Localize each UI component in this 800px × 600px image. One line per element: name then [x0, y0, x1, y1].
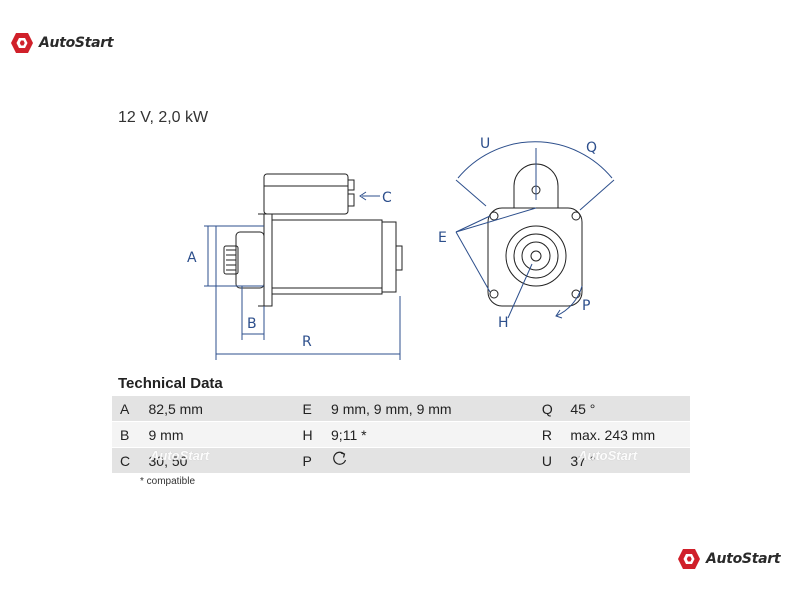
label-e: E [438, 230, 447, 246]
autostart-logo-text: AutoStart [706, 551, 781, 567]
param-key: H [294, 421, 332, 448]
param-value: 37 ° [570, 447, 690, 474]
label-p: P [582, 298, 590, 314]
autostart-logo-icon [678, 549, 700, 569]
dimension-uq-arc [457, 141, 613, 179]
param-value: max. 243 mm [570, 421, 690, 448]
label-q: Q [586, 140, 597, 156]
technical-data-table: A 82,5 mm E 9 mm, 9 mm, 9 mm Q 45 ° B 9 … [112, 396, 690, 474]
param-value: 9 mm [148, 421, 295, 448]
starter-technical-drawing: A B C E H P Q R U [187, 136, 615, 360]
label-a: A [187, 250, 197, 266]
param-key: R [533, 421, 571, 448]
footnote: * compatible [140, 476, 196, 487]
param-key: Q [533, 396, 571, 422]
param-value: 82,5 mm [148, 396, 295, 422]
label-b: B [247, 316, 257, 332]
param-key: U [533, 447, 571, 474]
watermark-text: AutoStart [150, 448, 210, 463]
param-value: 30, 50 [148, 447, 295, 474]
label-c: C [382, 190, 392, 206]
param-key: P [294, 447, 332, 474]
dimension-e-leader [455, 215, 491, 233]
rotation-counterclockwise-icon [333, 451, 347, 465]
technical-data-title: Technical Data [118, 375, 223, 392]
rotation-arrow-p [555, 285, 583, 317]
param-value: 45 ° [570, 396, 690, 422]
autostart-logo-bottom: AutoStart [677, 548, 781, 570]
param-key: C [112, 447, 149, 474]
front-flange [487, 207, 583, 307]
autostart-logo-text: AutoStart [39, 35, 114, 51]
table-row: A 82,5 mm E 9 mm, 9 mm, 9 mm Q 45 ° [112, 396, 690, 422]
pinion-gear [223, 245, 239, 275]
solenoid-body [263, 173, 349, 215]
dimension-h-leader [507, 263, 533, 319]
param-value: 9;11 * [331, 421, 534, 448]
label-u: U [480, 136, 490, 152]
param-key: B [112, 421, 149, 448]
table-row: B 9 mm H 9;11 * R max. 243 mm [112, 421, 690, 448]
autostart-logo-top: AutoStart [10, 32, 114, 54]
table-row: C 30, 50 P U 37 ° [112, 447, 690, 474]
param-key: E [294, 396, 332, 422]
watermark-text: AutoStart [578, 448, 638, 463]
param-value: 9 mm, 9 mm, 9 mm [331, 396, 534, 422]
motor-body [271, 219, 383, 295]
front-housing-circle [505, 225, 567, 287]
label-h: H [498, 315, 509, 331]
pinion-housing [235, 231, 265, 289]
label-r: R [302, 334, 312, 350]
watermark-logo: AutoStart [578, 448, 637, 463]
autostart-logo-icon [11, 33, 33, 53]
mounting-flange [263, 213, 273, 307]
watermark-logo: AutoStart [150, 448, 209, 463]
param-key: A [112, 396, 149, 422]
spec-voltage-power: 12 V, 2,0 kW [118, 109, 209, 126]
param-value-rotation [331, 447, 534, 474]
